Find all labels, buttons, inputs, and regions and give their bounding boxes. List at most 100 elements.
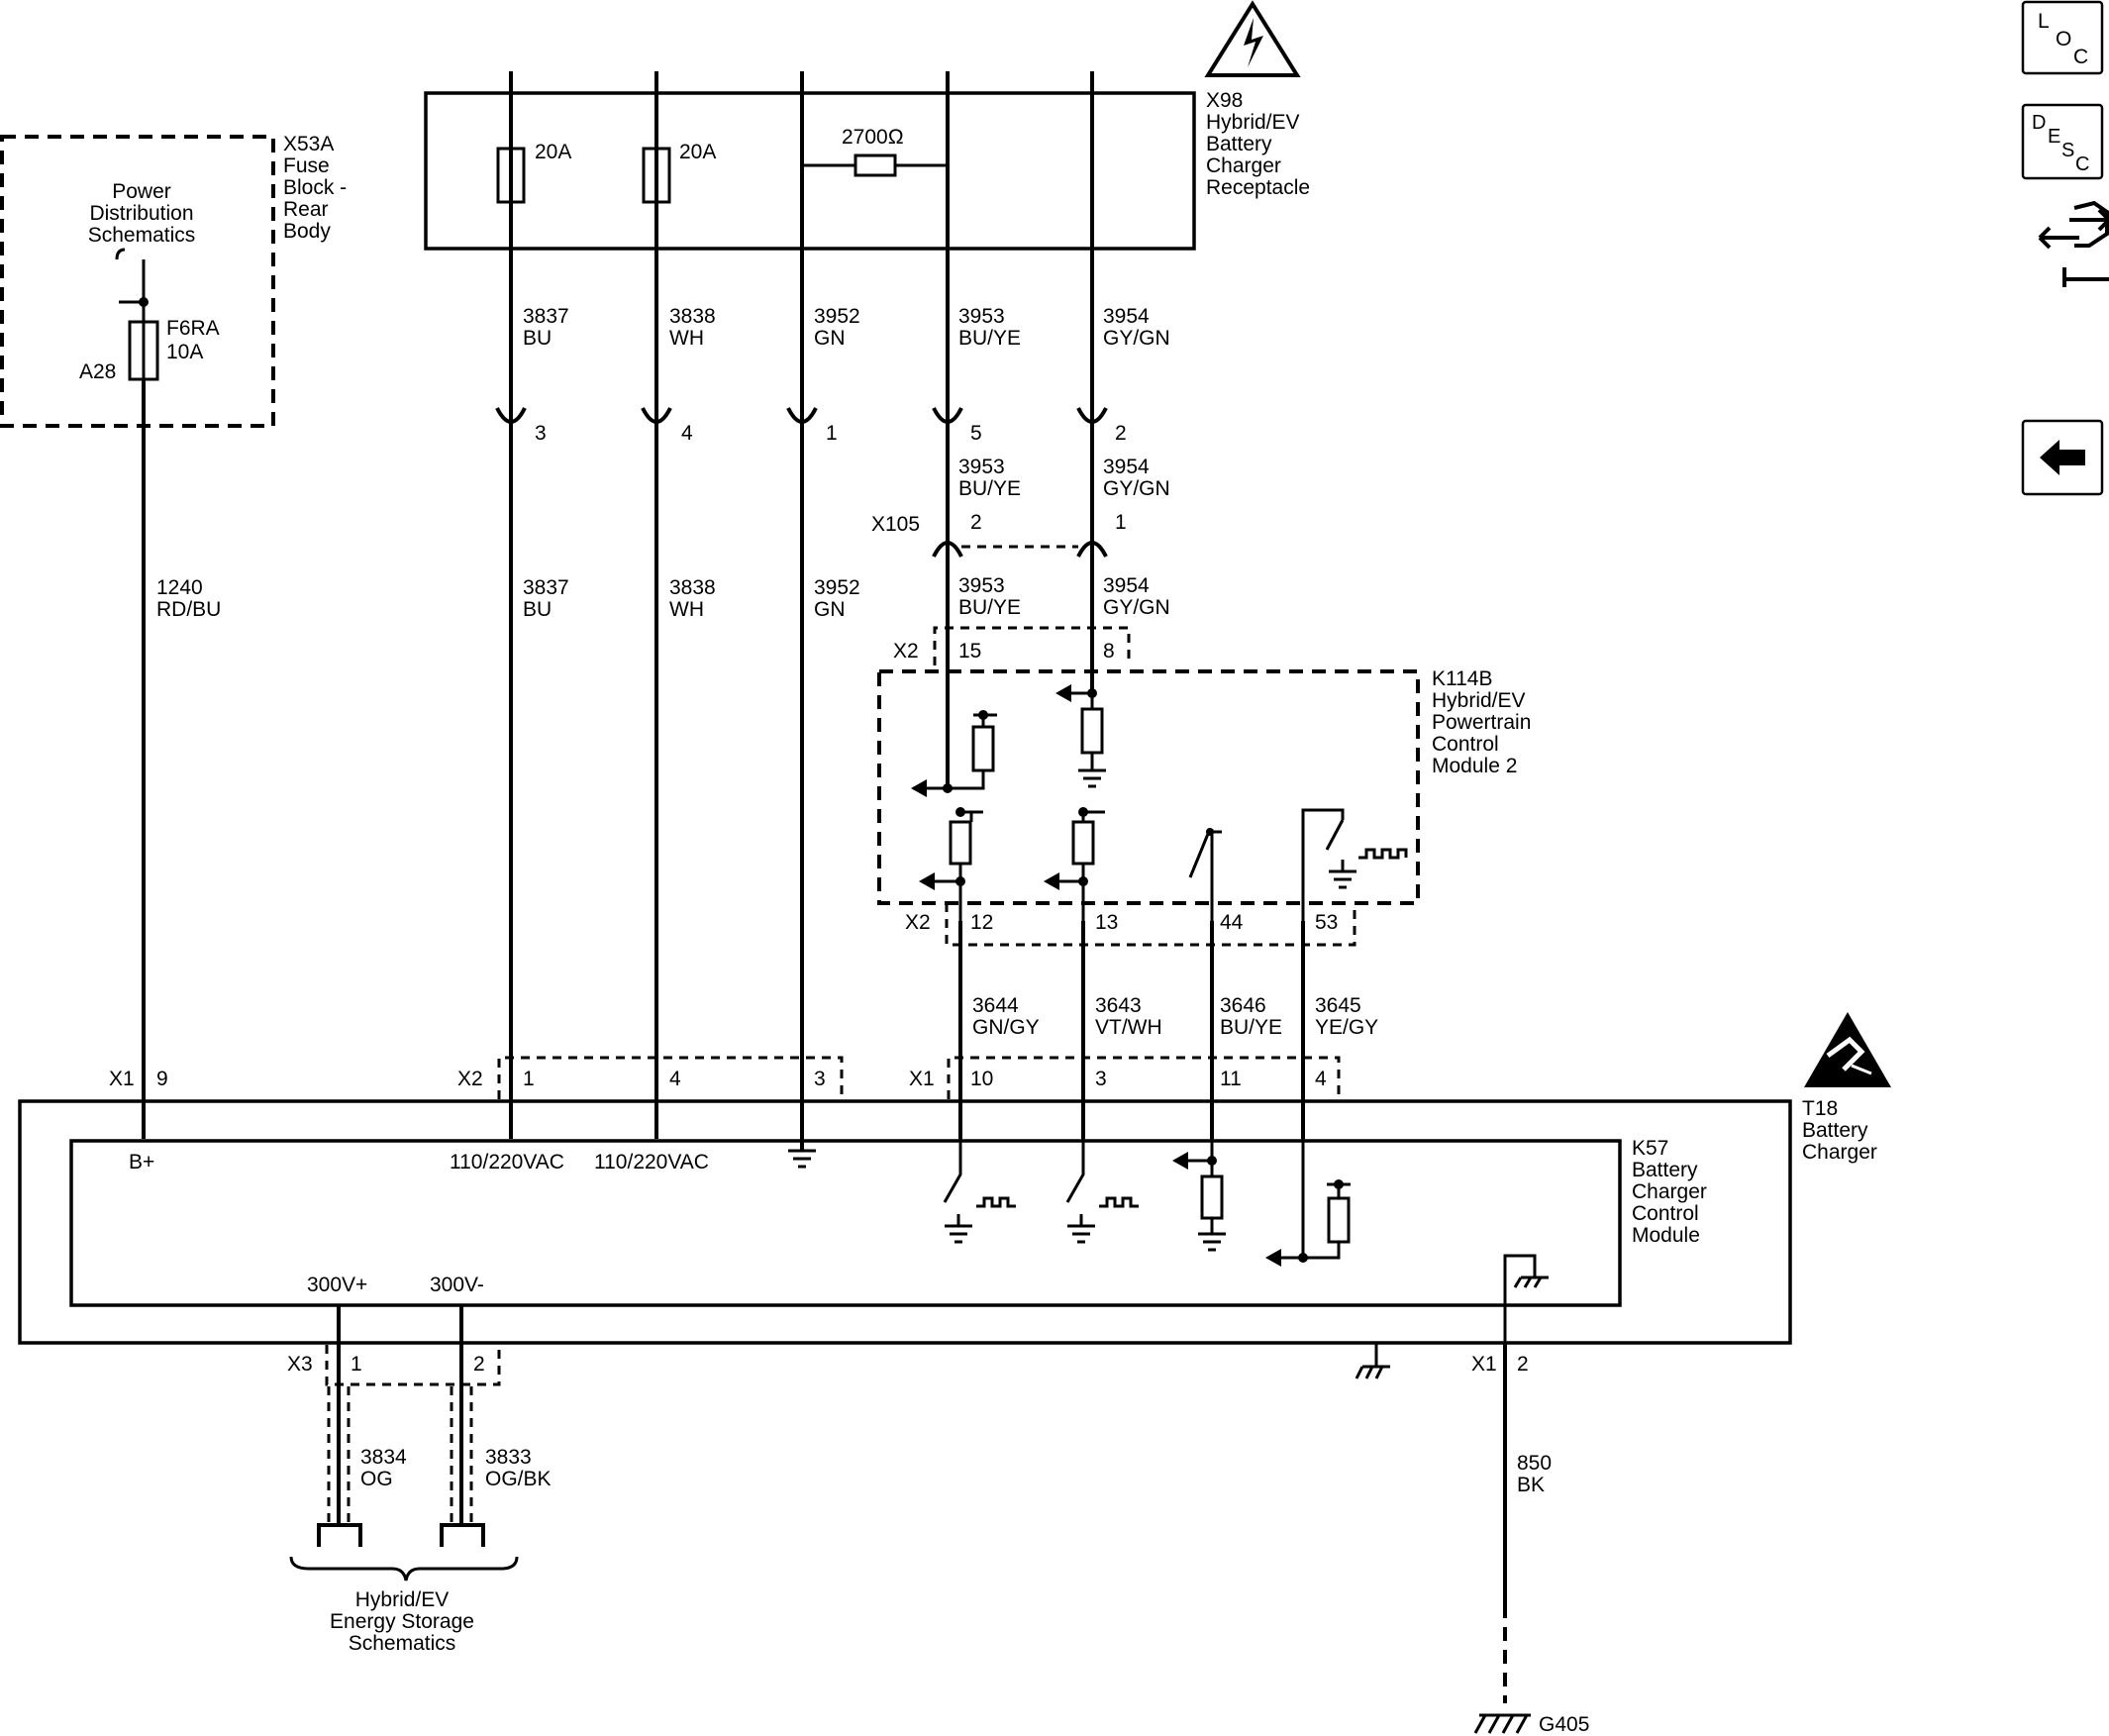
svg-text:GY/GN: GY/GN — [1103, 327, 1170, 350]
svg-text:Control: Control — [1632, 1202, 1699, 1225]
svg-text:Charger: Charger — [1632, 1180, 1707, 1203]
svg-text:15: 15 — [958, 640, 981, 663]
svg-text:YE/GY: YE/GY — [1315, 1016, 1378, 1039]
receptacle-inline-connector: 3 4 1 5 2 — [495, 407, 1127, 445]
svg-text:GN: GN — [814, 598, 846, 621]
svg-text:T18: T18 — [1802, 1097, 1838, 1120]
svg-text:Schematics: Schematics — [88, 224, 196, 247]
svg-text:Block -: Block - — [283, 176, 347, 199]
svg-text:Hybrid/EV: Hybrid/EV — [1206, 111, 1300, 134]
svg-text:F6RA: F6RA — [166, 317, 220, 340]
svg-text:X1: X1 — [1471, 1353, 1497, 1376]
svg-text:K57: K57 — [1632, 1137, 1668, 1160]
svg-text:3837: 3837 — [523, 305, 569, 328]
svg-text:X2: X2 — [905, 911, 931, 934]
svg-text:Battery: Battery — [1206, 133, 1272, 155]
svg-text:Rear: Rear — [283, 198, 329, 221]
svg-text:GY/GN: GY/GN — [1103, 596, 1170, 619]
svg-text:BK: BK — [1517, 1474, 1545, 1496]
svg-text:G405: G405 — [1539, 1713, 1589, 1736]
connector-x2-charger: X2 1 4 3 — [457, 1056, 844, 1099]
svg-text:1: 1 — [523, 1068, 535, 1090]
energy-storage-schematics-link[interactable]: Hybrid/EV Energy Storage Schematics — [330, 1588, 474, 1655]
svg-text:VT/WH: VT/WH — [1095, 1016, 1162, 1039]
svg-text:Battery: Battery — [1802, 1119, 1868, 1142]
svg-text:Fuse: Fuse — [283, 154, 330, 177]
svg-text:Hybrid/EV: Hybrid/EV — [1432, 689, 1526, 712]
svg-text:9: 9 — [156, 1068, 168, 1090]
svg-text:BU/YE: BU/YE — [958, 596, 1021, 619]
svg-text:BU/YE: BU/YE — [958, 477, 1021, 500]
svg-text:3838: 3838 — [669, 576, 716, 599]
svg-text:3954: 3954 — [1103, 305, 1150, 328]
loc-button[interactable]: L O C — [2021, 0, 2104, 75]
svg-text:C: C — [2075, 153, 2089, 175]
connector-x105: X105 2 1 — [871, 511, 1127, 558]
svg-text:110/220VAC: 110/220VAC — [594, 1151, 709, 1174]
svg-text:3: 3 — [535, 422, 547, 445]
svg-text:3646: 3646 — [1220, 994, 1266, 1017]
svg-text:3644: 3644 — [972, 994, 1019, 1017]
svg-text:X2: X2 — [457, 1068, 483, 1090]
svg-text:3954: 3954 — [1103, 574, 1150, 597]
svg-text:3952: 3952 — [814, 305, 860, 328]
svg-text:4: 4 — [669, 1068, 681, 1090]
svg-text:GN: GN — [814, 327, 846, 350]
svg-text:Hybrid/EV: Hybrid/EV — [355, 1588, 450, 1611]
svg-text:3834: 3834 — [360, 1446, 407, 1469]
svg-text:20A: 20A — [535, 141, 571, 163]
svg-text:X1: X1 — [909, 1068, 935, 1090]
svg-text:12: 12 — [970, 911, 993, 934]
charger-receptacle-x98: X98 Hybrid/EV Battery Charger Receptacle… — [424, 0, 1310, 251]
svg-text:Module: Module — [1632, 1224, 1700, 1247]
svg-text:1: 1 — [351, 1353, 362, 1376]
svg-text:3833: 3833 — [485, 1446, 532, 1469]
power-distribution-link[interactable]: Power — [112, 180, 171, 203]
connector-x2-k114b-bottom: X2 12 13 44 53 — [905, 903, 1356, 947]
svg-text:Body: Body — [283, 220, 331, 243]
svg-text:Distribution: Distribution — [89, 202, 193, 225]
svg-text:Charger: Charger — [1206, 154, 1281, 177]
desc-button[interactable]: D E S C — [2021, 103, 2104, 180]
svg-text:X105: X105 — [871, 513, 920, 536]
svg-text:K114B: K114B — [1432, 667, 1493, 690]
svg-text:BU: BU — [523, 327, 552, 350]
svg-text:1240: 1240 — [156, 576, 203, 599]
svg-text:C: C — [2073, 46, 2088, 68]
svg-text:8: 8 — [1103, 640, 1115, 663]
svg-text:Energy Storage: Energy Storage — [330, 1610, 474, 1633]
svg-text:2: 2 — [970, 511, 982, 534]
svg-text:3: 3 — [1095, 1068, 1107, 1090]
back-button[interactable] — [2021, 419, 2104, 496]
svg-text:D: D — [2032, 112, 2046, 134]
svg-text:53: 53 — [1315, 911, 1338, 934]
svg-text:Charger: Charger — [1802, 1141, 1877, 1164]
svg-text:44: 44 — [1220, 911, 1244, 934]
svg-text:3838: 3838 — [669, 305, 716, 328]
svg-text:X98: X98 — [1206, 89, 1243, 112]
svg-text:WH: WH — [669, 327, 704, 350]
svg-text:Schematics: Schematics — [349, 1632, 456, 1655]
svg-text:X3: X3 — [287, 1353, 313, 1376]
svg-text:OG/BK: OG/BK — [485, 1468, 552, 1490]
charger-control-module-k57: K57 Battery Charger Control Module B+ 11… — [69, 1137, 1707, 1343]
svg-text:L: L — [2038, 10, 2050, 33]
svg-text:110/220VAC: 110/220VAC — [450, 1151, 564, 1174]
svg-text:4: 4 — [681, 422, 693, 445]
svg-text:3953: 3953 — [958, 574, 1005, 597]
svg-text:5: 5 — [970, 422, 982, 445]
svg-text:2: 2 — [473, 1353, 485, 1376]
resistor-2700 — [854, 153, 897, 177]
svg-text:11: 11 — [1220, 1068, 1242, 1090]
battery-charger-t18: T18 Battery Charger — [18, 1012, 1891, 1379]
svg-text:E: E — [2048, 126, 2060, 148]
svg-text:WH: WH — [669, 598, 704, 621]
svg-text:O: O — [2056, 28, 2071, 51]
svg-text:GN/GY: GN/GY — [972, 1016, 1040, 1039]
svg-text:3643: 3643 — [1095, 994, 1142, 1017]
powertrain-control-module-k114b: X2 15 8 K114B Hybrid/EV Powertrain Contr… — [877, 626, 1531, 921]
connector-view-icon[interactable] — [2038, 200, 2109, 287]
svg-text:B+: B+ — [129, 1151, 154, 1174]
svg-text:BU/YE: BU/YE — [958, 327, 1021, 350]
